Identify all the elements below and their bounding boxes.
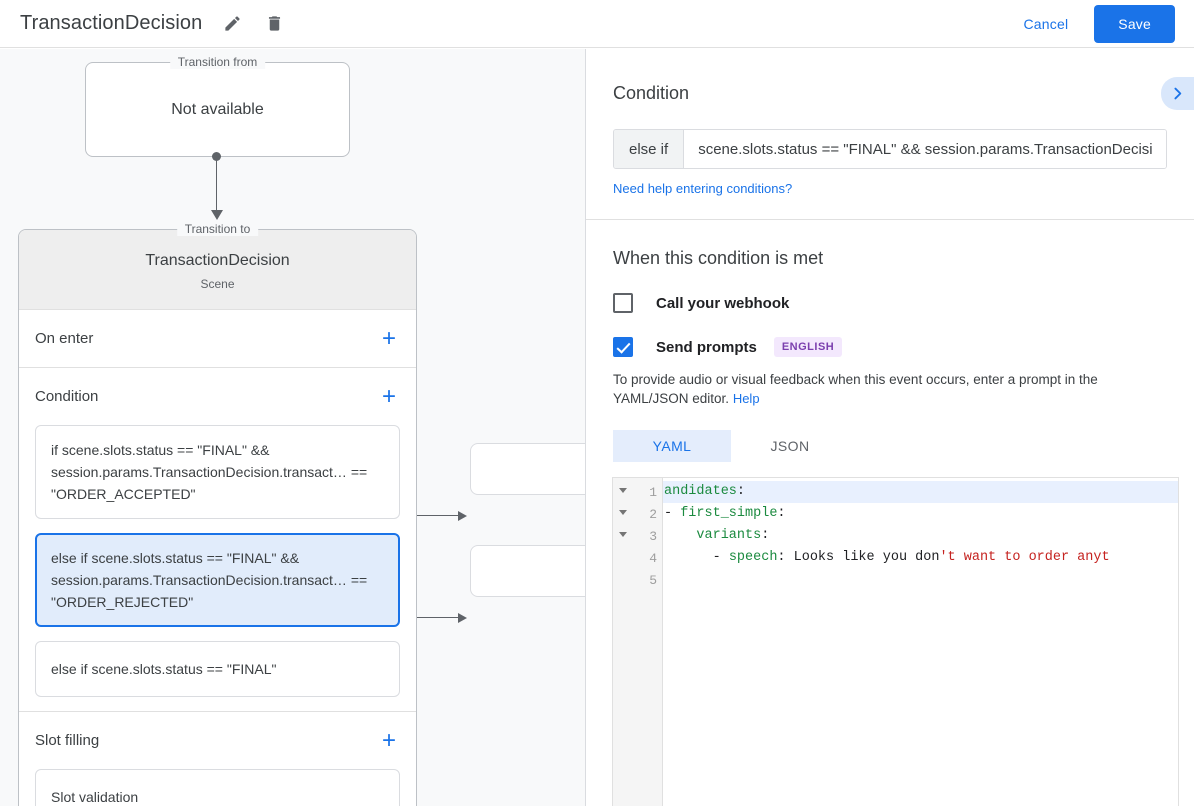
- prompts-description: To provide audio or visual feedback when…: [613, 370, 1167, 408]
- section-header: Condition +: [35, 368, 400, 425]
- scene-name: TransactionDecision: [145, 252, 290, 269]
- transition-to-legend: Transition to: [176, 222, 259, 236]
- editor-line-number: 3: [613, 525, 662, 547]
- send-prompts-label: Send prompts: [656, 338, 757, 356]
- editor-line-number: 4: [649, 550, 657, 566]
- fold-triangle-icon[interactable]: [619, 488, 627, 493]
- section-condition: Condition + if scene.slots.status == "FI…: [19, 367, 416, 697]
- slot-validation-chip[interactable]: Slot validation: [35, 769, 400, 806]
- editor-code-line[interactable]: variants:: [696, 528, 770, 543]
- section-title: On enter: [35, 330, 94, 347]
- section-title: Slot filling: [35, 732, 100, 749]
- section-on-enter: On enter +: [19, 309, 416, 367]
- scene-header[interactable]: TransactionDecision Scene: [19, 230, 416, 309]
- panel-divider: [586, 219, 1194, 220]
- cancel-button[interactable]: Cancel: [1012, 6, 1081, 42]
- page-title: TransactionDecision: [20, 12, 203, 34]
- condition-target-box[interactable]: [470, 443, 585, 495]
- section-slot-filling: Slot filling + Slot validation: [19, 711, 416, 806]
- tab-json[interactable]: JSON: [770, 438, 810, 454]
- editor-line-number: 1: [613, 481, 662, 503]
- section-title: Condition: [35, 388, 99, 405]
- condition-field[interactable]: else if: [613, 129, 1167, 169]
- editor-code-line[interactable]: andidates:: [663, 481, 1178, 503]
- editor-code-line[interactable]: - speech: Looks like you don't want to o…: [664, 550, 1110, 565]
- call-webhook-label: Call your webhook: [656, 294, 790, 312]
- trash-icon[interactable]: [260, 10, 288, 38]
- connector-arrowhead: [458, 511, 467, 521]
- section-header: On enter +: [35, 310, 400, 367]
- condition-input[interactable]: [684, 130, 1166, 168]
- add-condition-button[interactable]: +: [381, 382, 396, 410]
- editor-code-line[interactable]: [663, 569, 1178, 591]
- transition-from-card: Transition from Not available: [85, 55, 350, 157]
- transition-from-value: Not available: [171, 100, 264, 118]
- transition-from-legend: Transition from: [169, 55, 266, 69]
- edge-arrowhead: [211, 210, 223, 220]
- save-button[interactable]: Save: [1094, 4, 1175, 43]
- edge-line: [216, 156, 217, 218]
- send-prompts-checkbox[interactable]: [613, 337, 633, 357]
- editor-code-area[interactable]: andidates: - first_simple: variants: - sp…: [663, 478, 1178, 806]
- scene-canvas[interactable]: Transition from Not available Transition…: [0, 49, 585, 806]
- pencil-icon[interactable]: [218, 10, 246, 38]
- call-webhook-checkbox[interactable]: [613, 293, 633, 313]
- add-slot-filling-button[interactable]: +: [381, 726, 396, 754]
- condition-help-link[interactable]: Need help entering conditions?: [613, 181, 793, 196]
- scene-type: Scene: [200, 277, 235, 291]
- fold-triangle-icon[interactable]: [619, 510, 627, 515]
- editor-line-number: 2: [613, 503, 662, 525]
- section-header: Slot filling +: [35, 712, 400, 769]
- editor-code-line[interactable]: - first_simple:: [664, 506, 786, 521]
- prompts-help-link[interactable]: Help: [732, 391, 760, 406]
- prompts-description-text: To provide audio or visual feedback when…: [613, 372, 1098, 406]
- top-bar: TransactionDecision Cancel Save: [0, 0, 1194, 48]
- fold-triangle-icon[interactable]: [619, 532, 627, 537]
- webhook-row[interactable]: Call your webhook: [613, 293, 1167, 313]
- language-badge: ENGLISH: [773, 337, 843, 357]
- connector-line: [399, 617, 459, 618]
- transition-to-card: Transition to TransactionDecision Scene …: [18, 222, 417, 806]
- condition-target-box[interactable]: [470, 545, 585, 597]
- editor-line-number: 5: [649, 572, 657, 588]
- when-met-heading: When this condition is met: [613, 248, 824, 268]
- condition-section: Condition else if Need help entering con…: [586, 49, 1194, 198]
- tab-yaml[interactable]: YAML: [613, 430, 731, 462]
- condition-prefix: else if: [614, 130, 685, 168]
- condition-chip[interactable]: if scene.slots.status == "FINAL" && sess…: [35, 425, 400, 519]
- connector-arrowhead: [458, 613, 467, 623]
- when-condition-met-section: When this condition is met Call your web…: [586, 220, 1194, 462]
- condition-heading: Condition: [613, 83, 690, 103]
- add-on-enter-button[interactable]: +: [381, 324, 396, 352]
- chevron-right-icon[interactable]: [1161, 77, 1194, 110]
- send-prompts-row[interactable]: Send prompts ENGLISH: [613, 337, 1167, 357]
- editor-format-tabs: YAML JSON: [613, 430, 1167, 462]
- connector-line: [399, 515, 459, 516]
- condition-chip[interactable]: else if scene.slots.status == "FINAL": [35, 641, 400, 697]
- condition-chip-selected[interactable]: else if scene.slots.status == "FINAL" &&…: [35, 533, 400, 627]
